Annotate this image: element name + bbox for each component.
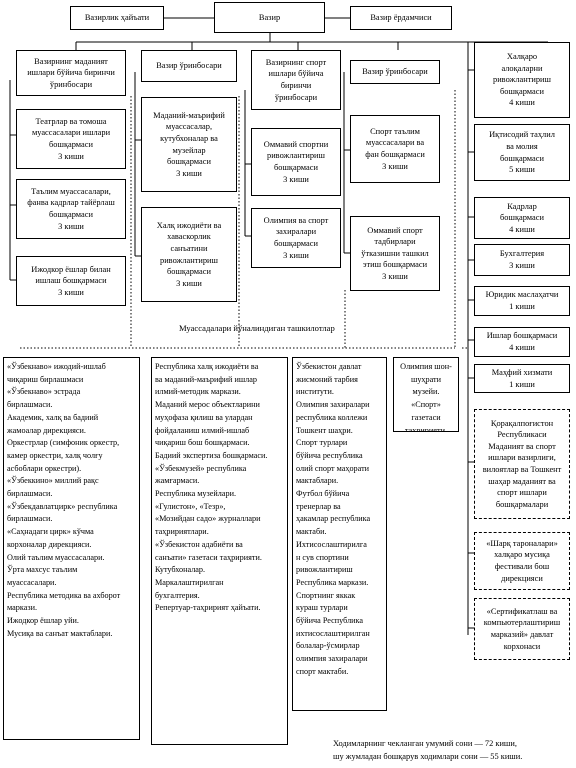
- unit-regional-ministries: Қорақалпоғистон Республикаси Маданият ва…: [474, 409, 570, 519]
- dept-mass-sport: Оммавий спортни ривожлантириш бошқармаси…: [251, 128, 341, 196]
- dept-label: Олимпия ва спорт захиралари бошқармаси 3…: [263, 215, 329, 260]
- deputy-first-culture: Вазирнинг маданият ишлари бўйича биринчи…: [16, 50, 126, 96]
- unit-international: Халқаро алоқаларни ривожлантириш бошқарм…: [474, 42, 570, 118]
- dept-label: Халқ ижодиёти ва хаваскорлик санъатини р…: [156, 220, 222, 288]
- collegium-label: Вазирлик ҳайъати: [84, 13, 150, 23]
- dept-education: Таълим муассасалари, фанва кадрлар тайёр…: [16, 179, 126, 239]
- deputy-first-sport: Вазирнинг спорт ишлари бўйича биринчи ўр…: [251, 50, 341, 110]
- unit-affairs: Ишлар бошқармаси 4 киши: [474, 327, 570, 357]
- assistant-box: Вазир ёрдамчиси: [350, 6, 452, 30]
- deputy-label: Вазирнинг маданият ишлари бўйича биринчи…: [27, 56, 115, 89]
- deputy-label: Вазирнинг спорт ишлари бўйича биринчи ўр…: [265, 57, 327, 102]
- org-list: «Ўзбекнаво» ижодий-ишлаб чиқариш бирлашм…: [7, 362, 121, 638]
- dept-youth: Ижодкор ёшлар билан ишлаш бошқармаси 3 к…: [16, 256, 126, 306]
- dept-culture-institutions: Маданий-маърифий муассасалар, кутубхонал…: [141, 97, 237, 192]
- dept-label: Таълим муассасалари, фанва кадрлар тайёр…: [27, 186, 115, 231]
- dept-mass-events: Оммавий спорт тадбирлари ўтказишни ташки…: [350, 216, 440, 291]
- org-list: Олимпия шон- шуҳрати музейи. «Спорт» газ…: [400, 362, 452, 432]
- org-list: Ўзбекистон давлат жисмоний тарбия инстит…: [296, 362, 371, 676]
- unit-label: «Шарқ тароналари» халқаро мусиқа фестива…: [486, 538, 558, 583]
- dept-label: Спорт таълим муассасалари ва фан бошқарм…: [365, 126, 425, 171]
- unit-label: Қорақалпоғистон Республикаси Маданият ва…: [482, 418, 562, 509]
- unit-label: Ишлар бошқармаси 4 киши: [486, 331, 558, 352]
- minister-box: Вазир: [214, 2, 325, 33]
- dept-folk-art: Халқ ижодиёти ва хаваскорлик санъатини р…: [141, 207, 237, 302]
- dept-label: Оммавий спорт тадбирлари ўтказишни ташки…: [361, 225, 429, 281]
- assistant-label: Вазир ёрдамчиси: [370, 13, 432, 23]
- unit-secret: Маҳфий хизмати 1 киши: [474, 364, 570, 393]
- unit-label: Бухгалтерия 3 киши: [499, 249, 545, 270]
- collegium-box: Вазирлик ҳайъати: [70, 6, 164, 30]
- org-column-2: Республика халқ ижодиёти ва ва маданий-м…: [151, 357, 288, 745]
- dept-theatres: Театрлар ва томоша муассасалари ишлари б…: [16, 109, 126, 169]
- dept-label: Маданий-маърифий муассасалар, кутубхонал…: [153, 110, 225, 178]
- unit-label: Халқаро алоқаларни ривожлантириш бошқарм…: [493, 52, 551, 108]
- dept-label: Ижодкор ёшлар билан ишлаш бошқармаси 3 к…: [31, 264, 111, 297]
- org-list: Республика халқ ижодиёти ва ва маданий-м…: [155, 362, 268, 613]
- dept-olympic-reserve: Олимпия ва спорт захиралари бошқармаси 3…: [251, 208, 341, 268]
- unit-certification-enterprise: «Сертификатлаш ва компьютерлаштириш марк…: [474, 598, 570, 660]
- organisations-label: Муассадалари йўналиндиган ташкилотлар: [179, 323, 335, 333]
- dept-label: Театрлар ва томоша муассасалари ишлари б…: [31, 116, 111, 161]
- deputy-second: Вазир ўринбосари: [141, 50, 237, 82]
- org-column-1: «Ўзбекнаво» ижодий-ишлаб чиқариш бирлашм…: [3, 357, 140, 740]
- minister-label: Вазир: [258, 12, 281, 22]
- unit-festival-directorate: «Шарқ тароналари» халқаро мусиқа фестива…: [474, 532, 570, 590]
- unit-legal: Юридик маслаҳатчи 1 киши: [474, 286, 570, 316]
- unit-accounting: Бухгалтерия 3 киши: [474, 244, 570, 276]
- unit-label: Иқтисодий таҳлил ва молия бошқармаси 5 к…: [489, 130, 555, 175]
- org-column-3: Ўзбекистон давлат жисмоний тарбия инстит…: [292, 357, 387, 711]
- unit-label: Кадрлар бошқармаси 4 киши: [500, 201, 544, 234]
- org-column-4: Олимпия шон- шуҳрати музейи. «Спорт» газ…: [393, 357, 459, 432]
- dept-label: Оммавий спортни ривожлантириш бошқармаси…: [263, 139, 329, 184]
- unit-personnel: Кадрлар бошқармаси 4 киши: [474, 197, 570, 239]
- staff-total-note: Ходимларнинг чекланган умумий сони — 72 …: [333, 739, 523, 762]
- deputy-label: Вазир ўринбосари: [362, 67, 428, 77]
- dept-sport-education: Спорт таълим муассасалари ва фан бошқарм…: [350, 115, 440, 183]
- unit-label: Маҳфий хизмати 1 киши: [491, 367, 553, 389]
- unit-label: Юридик маслаҳатчи 1 киши: [485, 290, 559, 311]
- unit-finance: Иқтисодий таҳлил ва молия бошқармаси 5 к…: [474, 124, 570, 181]
- unit-label: «Сертификатлаш ва компьютерлаштириш марк…: [483, 606, 561, 651]
- deputy-fourth: Вазир ўринбосари: [350, 60, 440, 84]
- deputy-label: Вазир ўринбосари: [156, 61, 222, 71]
